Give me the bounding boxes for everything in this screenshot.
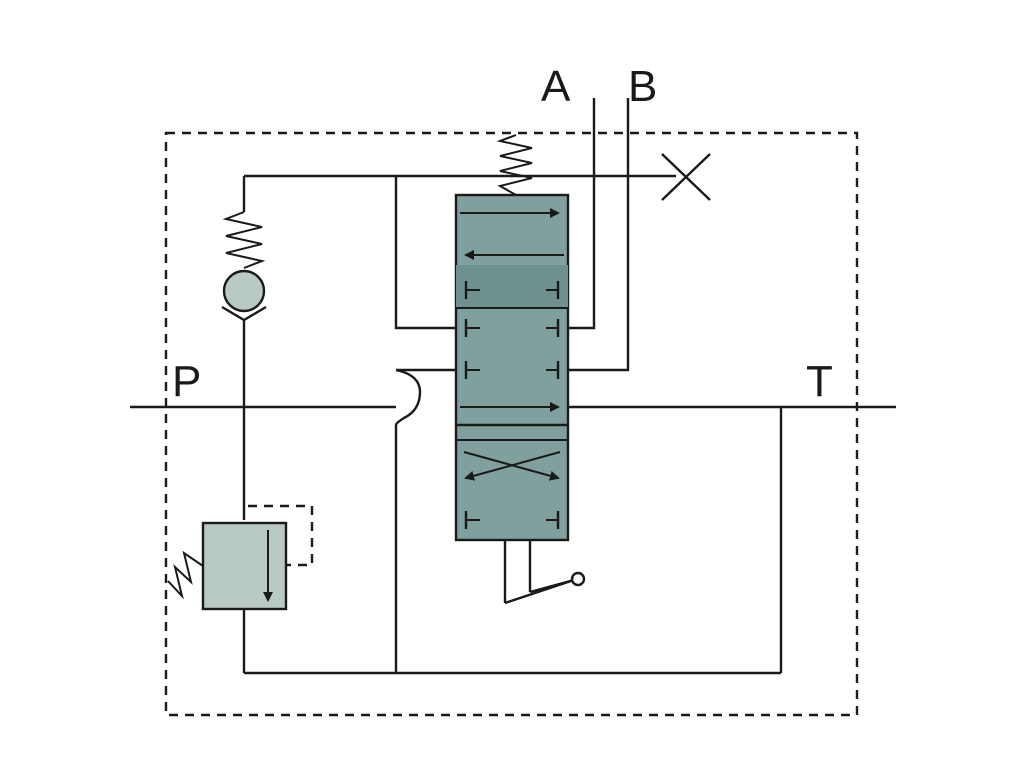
- assembly-boundary: [164, 131, 859, 717]
- directional-valve: [454, 134, 570, 542]
- tank-return-lines: [244, 407, 783, 675]
- check-valve: [221, 211, 267, 520]
- relief-spring-icon: [167, 550, 204, 600]
- port-label-a: A: [541, 62, 571, 111]
- check-ball-icon: [222, 269, 266, 313]
- main-line: [130, 368, 896, 426]
- relief-valve: [167, 504, 314, 673]
- pilot-line: [242, 174, 676, 372]
- port-label-b: B: [628, 62, 657, 111]
- spring-icon: [222, 211, 266, 269]
- valve-spring-icon: [496, 134, 533, 196]
- manual-lever-icon: [503, 540, 586, 605]
- blocked-port-icon: [661, 153, 711, 201]
- port-label-p: P: [172, 357, 201, 406]
- port-label-t: T: [806, 357, 833, 406]
- work-port-lines: [568, 98, 630, 372]
